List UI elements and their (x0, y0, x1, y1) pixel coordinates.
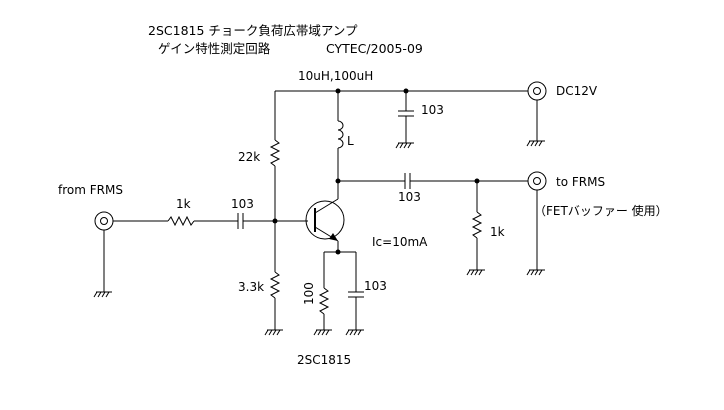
resistor-load (471, 181, 483, 270)
capacitor-input (237, 213, 308, 229)
title-line-2: ゲイン特性測定回路 (158, 41, 271, 56)
output-note: （FETバッファー 使用） (534, 203, 668, 218)
resistor-input (113, 215, 238, 227)
ground-symbol-bypass-top (395, 142, 414, 149)
title-line-1: 2SC1815 チョーク負荷広帯域アンプ (148, 23, 358, 38)
ground-symbol-dc12v (526, 140, 545, 147)
resistor-bias-top (269, 91, 281, 272)
c-bypass-top-label: 103 (421, 103, 444, 117)
transistor-label: 2SC1815 (297, 353, 351, 367)
inductor-choke (337, 91, 344, 193)
c-emitter-label: 103 (364, 279, 387, 293)
resistor-emitter (318, 252, 330, 330)
c-output-label: 103 (398, 190, 421, 204)
ground-symbol-load (466, 269, 485, 276)
capacitor-emitter (348, 252, 364, 330)
capacitor-output (338, 173, 528, 189)
ground-symbol-emitter-c (345, 329, 364, 336)
supply-rail (275, 88, 528, 94)
title-credit: CYTEC/2005-09 (326, 41, 423, 56)
output-connector (527, 171, 547, 270)
input-label: from FRMS (58, 183, 123, 197)
transistor-2sc1815 (305, 193, 345, 252)
ground-symbol-emitter-r (313, 329, 332, 336)
capacitor-bypass-top (398, 91, 414, 143)
collector-current-label: Ic=10mA (372, 235, 428, 249)
c-input-label: 103 (231, 197, 254, 211)
r-bias-bottom-label: 3.3k (238, 280, 264, 294)
resistor-bias-bottom (269, 271, 281, 330)
r-load-label: 1k (490, 225, 505, 239)
ground-symbol-input (93, 291, 112, 298)
choke-values-label: 10uH,100uH (298, 69, 373, 83)
output-label: to FRMS (556, 175, 605, 189)
r-bias-top-label: 22k (238, 150, 260, 164)
inductor-label: L (347, 134, 354, 148)
r-emitter-label: 100 (302, 282, 316, 305)
r-input-label: 1k (176, 197, 191, 211)
supply-label: DC12V (556, 84, 598, 98)
input-connector (94, 211, 114, 292)
dc12v-connector (527, 81, 547, 141)
ground-symbol-bias (264, 329, 283, 336)
ground-symbol-output (526, 269, 545, 276)
